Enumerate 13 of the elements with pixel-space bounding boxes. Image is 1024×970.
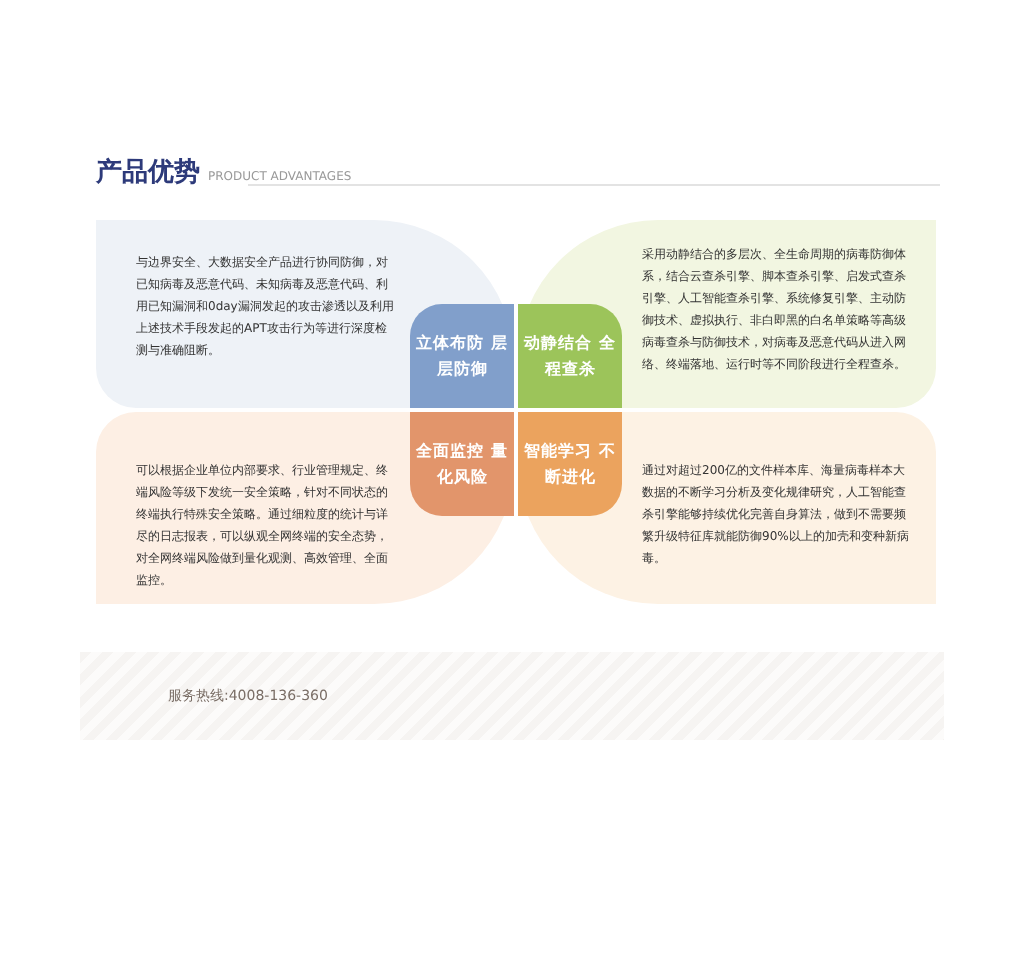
leaf-card xyxy=(518,412,936,604)
heading-tile xyxy=(410,304,514,408)
heading-text: 动静结合 全程查杀 xyxy=(524,332,616,382)
heading-tile xyxy=(518,304,622,408)
heading-tile xyxy=(518,412,622,516)
title: 产品优势 xyxy=(96,160,200,186)
leaf-card xyxy=(96,220,514,408)
heading-text: 全面监控 量化风险 xyxy=(416,440,508,490)
heading-text: 立体布防 层层防御 xyxy=(416,332,508,382)
leaf-card xyxy=(96,412,514,604)
heading-tile xyxy=(410,412,514,516)
leaf-card xyxy=(518,220,936,408)
heading-text: 智能学习 不断进化 xyxy=(524,440,616,490)
